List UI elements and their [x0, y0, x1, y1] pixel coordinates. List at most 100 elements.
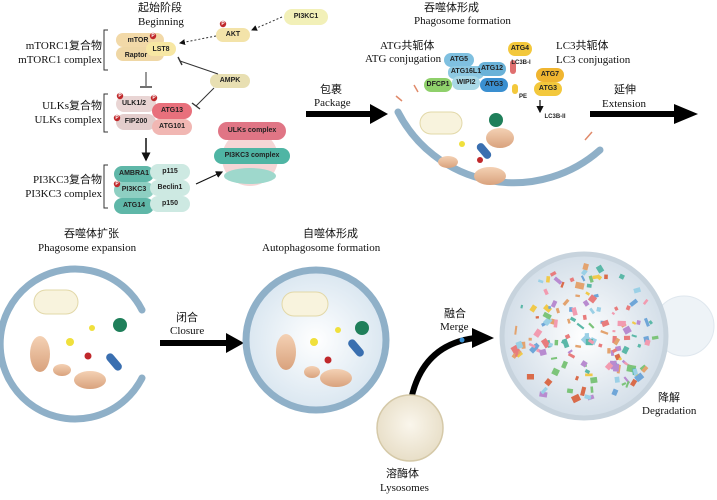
- debris-fragment: [625, 380, 630, 388]
- phospho-label-3: P: [118, 93, 122, 99]
- extension-arrow: [590, 104, 698, 124]
- debris-fragment: [571, 307, 578, 316]
- lst8-label: LST8: [152, 46, 170, 53]
- lc3-conjugation-cn: LC3共轭体: [556, 40, 609, 52]
- debris-fragment: [561, 338, 570, 349]
- debris-fragment: [611, 388, 619, 397]
- pi3kc3-bracket: [103, 164, 108, 209]
- debris-fragment: [529, 304, 538, 313]
- lc3b1-label: LC3B-I: [511, 60, 531, 66]
- debris-fragment: [621, 345, 630, 355]
- autophagosome-label-cn: 自噬体形成: [303, 228, 358, 240]
- pi3kc3-complex: [114, 164, 190, 214]
- closure-arrow: [160, 333, 244, 353]
- pi3kc3-label-en: PI3KC3 complex: [25, 188, 102, 200]
- degradation-label-cn: 降解: [658, 392, 680, 404]
- debris-fragment: [634, 372, 645, 383]
- expansion-label-cn: 吞噬体扩张: [64, 228, 119, 240]
- package-arrow: [306, 104, 388, 124]
- atg101-label: ATG101: [159, 123, 185, 130]
- degradation-label-en: Degradation: [642, 405, 697, 417]
- atg16l1-label: ATG16L1: [450, 68, 482, 75]
- phospho-label-5: P: [115, 115, 119, 121]
- debris-fragment: [555, 307, 560, 314]
- fip200-label: FIP200: [124, 118, 148, 125]
- debris-fragment: [595, 264, 605, 274]
- phospho-label-1: P: [221, 21, 225, 27]
- debris-fragment: [582, 263, 589, 271]
- debris-fragment: [543, 288, 549, 296]
- debris-fragment: [618, 273, 625, 280]
- debris-fragment: [648, 320, 653, 325]
- debris-fragment: [533, 328, 543, 338]
- debris-fragment: [514, 349, 519, 357]
- debris-fragment: [631, 321, 637, 325]
- debris-fragment: [554, 339, 559, 346]
- debris-fragment: [520, 304, 524, 309]
- debris-fragment: [596, 306, 602, 312]
- debris-fragment: [562, 298, 570, 307]
- debris-fragment: [636, 320, 641, 326]
- ampk-protein: [210, 74, 250, 88]
- atg12-label: ATG12: [480, 65, 504, 72]
- akt-label: AKT: [225, 31, 241, 38]
- ulks-label-cn: ULKs复合物: [42, 100, 102, 112]
- akt-protein: [216, 28, 250, 42]
- debris-fragment: [612, 329, 616, 333]
- atg-conjugation-en: ATG conjugation: [365, 53, 442, 65]
- debris-fragment: [582, 314, 587, 321]
- debris-fragment: [553, 319, 558, 328]
- debris-fragment: [622, 325, 632, 335]
- extension-label-en: Extension: [602, 98, 646, 110]
- pi3kc1-protein: [284, 9, 328, 25]
- debris-fragment: [543, 304, 553, 313]
- debris-fragment: [566, 318, 571, 324]
- lc3b2-label: LC3B-II: [544, 114, 566, 120]
- debris-fragment: [514, 325, 518, 335]
- ulks-complex-label: ULKs complex: [227, 127, 277, 134]
- beginning-title-en: Beginning: [138, 16, 184, 28]
- pi3kc3-complex-label: PI3KC3 complex: [224, 152, 280, 159]
- ulks-bracket: [103, 93, 108, 133]
- debris-fragment: [585, 291, 591, 296]
- ambra1-label: AMBRA1: [119, 170, 149, 177]
- debris-fragment: [651, 335, 659, 340]
- debris-fragment: [611, 311, 616, 316]
- debris-fragment: [528, 337, 532, 341]
- autolysosome: [499, 251, 715, 421]
- debris-fragment: [534, 342, 540, 348]
- debris-fragment: [551, 367, 560, 377]
- debris-fragment: [539, 348, 547, 357]
- ulks-label-en: ULKs complex: [34, 114, 102, 126]
- debris-fragment: [582, 299, 590, 307]
- debris-fragment: [580, 275, 586, 282]
- degradation-debris: [510, 263, 659, 404]
- debris-fragment: [585, 373, 593, 377]
- wipi2-label: WIPI2: [456, 79, 476, 86]
- p115-label: p115: [162, 168, 178, 175]
- dfcp1-label: DFCP1: [426, 81, 450, 88]
- atg4-label: ATG4: [510, 45, 530, 52]
- debris-fragment: [588, 275, 594, 283]
- debris-fragment: [613, 337, 621, 346]
- debris-fragment: [539, 391, 548, 398]
- debris-fragment: [584, 332, 590, 337]
- debris-fragment: [589, 307, 596, 315]
- phagophore-spikes: [395, 84, 593, 141]
- debris-fragment: [569, 316, 577, 323]
- debris-fragment: [587, 338, 595, 345]
- package-label-cn: 包裹: [320, 84, 342, 96]
- phospho-label-4: P: [152, 95, 156, 101]
- lysosome: [376, 394, 444, 462]
- debris-fragment: [644, 339, 651, 346]
- debris-fragment: [574, 281, 585, 290]
- package-label-en: Package: [314, 97, 351, 109]
- debris-fragment: [607, 348, 611, 354]
- merge-arrow: [407, 328, 494, 406]
- phagosome-formation-cn: 吞噬体形成: [424, 2, 479, 14]
- debris-fragment: [569, 277, 575, 283]
- debris-fragment: [642, 298, 649, 305]
- atg-conjugation-cn: ATG共轭体: [380, 40, 435, 52]
- atg3-right-label: ATG3: [538, 85, 558, 92]
